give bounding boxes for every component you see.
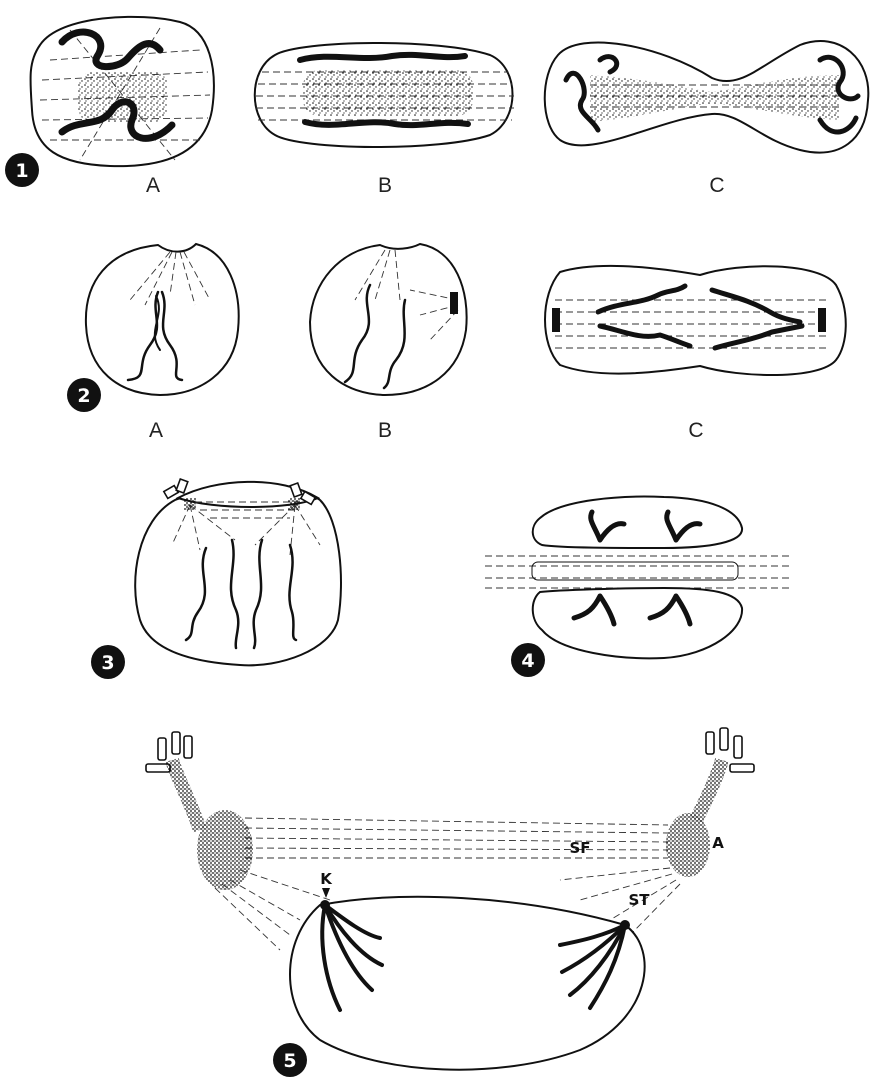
label-st: ST bbox=[628, 891, 650, 909]
figure-2-number: 2 bbox=[67, 378, 101, 412]
figure-1: 1 A B C bbox=[5, 17, 868, 197]
figure-5: K SF ST A 5 bbox=[146, 728, 754, 1077]
figure-2: 2 A B C bbox=[67, 244, 846, 442]
panel-1a-label: A bbox=[146, 174, 160, 197]
cell-1c bbox=[545, 41, 869, 152]
right-pole-aster bbox=[666, 813, 710, 877]
figure-5-number: 5 bbox=[273, 1043, 307, 1077]
figure-1-number: 1 bbox=[5, 153, 39, 187]
label-sf: SF bbox=[569, 839, 590, 857]
cell-2b bbox=[310, 244, 467, 395]
panel-2a-label: A bbox=[149, 419, 163, 442]
left-pole-aster bbox=[197, 810, 253, 890]
cell-2a bbox=[86, 244, 239, 395]
figure-3: 3 bbox=[91, 479, 341, 679]
figure-3-number-text: 3 bbox=[101, 652, 114, 674]
figure-5-number-text: 5 bbox=[283, 1050, 296, 1072]
label-k: K bbox=[320, 870, 333, 888]
figure-3-number: 3 bbox=[91, 645, 125, 679]
panel-1c-label: C bbox=[709, 174, 724, 197]
figure-1-number-text: 1 bbox=[15, 160, 28, 182]
label-a: A bbox=[712, 834, 724, 852]
cell-1a bbox=[30, 17, 213, 166]
kinetochore-arrow bbox=[322, 888, 330, 898]
figure-4: 4 bbox=[485, 497, 790, 677]
cell-1b bbox=[255, 43, 514, 147]
panel-2c-label: C bbox=[688, 419, 703, 442]
figure-4-number: 4 bbox=[511, 643, 545, 677]
panel-1b-label: B bbox=[378, 174, 392, 197]
panel-2b-label: B bbox=[378, 419, 392, 442]
figure-4-number-text: 4 bbox=[521, 650, 534, 672]
nucleus bbox=[290, 897, 645, 1070]
figure-2-number-text: 2 bbox=[77, 385, 90, 407]
cell-2c bbox=[545, 266, 846, 375]
